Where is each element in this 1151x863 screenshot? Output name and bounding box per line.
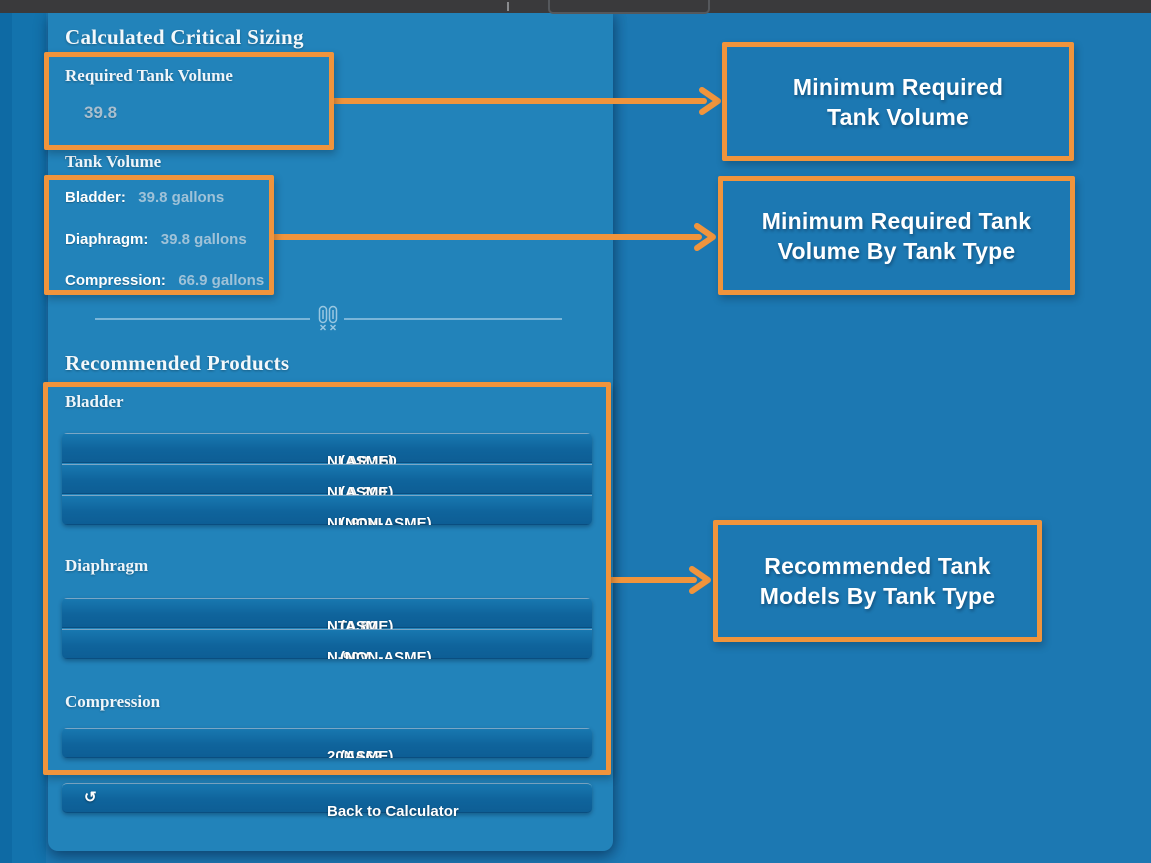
tank-volume-heading: Tank Volume [65, 152, 162, 171]
callout-line: Models By Tank Type [759, 583, 996, 609]
back-to-calculator-button[interactable]: ↺ Back to Calculator [62, 783, 592, 820]
panel-title: Calculated Critical Sizing [65, 25, 304, 49]
undo-arrow-icon: ↺ [84, 789, 97, 806]
row-label: Diaphragm: [65, 231, 149, 248]
callout-line: Tank Volume [827, 103, 969, 130]
product-button-nl-90vl[interactable]: NL 90VL(NON-ASME) [62, 495, 592, 525]
required-tank-volume-label: Required Tank Volume [65, 66, 233, 85]
group-heading-diaphragm: Diaphragm [65, 556, 149, 575]
group-heading-bladder: Bladder [65, 392, 124, 411]
required-tank-volume-value: 39.8 [84, 103, 118, 122]
callout-line: Minimum Required Tank [761, 207, 1032, 234]
product-model: 20NA62 [327, 748, 383, 758]
callout-minimum-required-tank-volume: Minimum Required Tank Volume [722, 42, 1074, 161]
tank-volume-row-diaphragm: Diaphragm: 39.8 gallons [65, 231, 247, 249]
callout-line: Recommended Tank [764, 553, 991, 579]
product-button-nlap-150[interactable]: NLAP 150(ASME) [62, 433, 592, 470]
product-designation: (NON-ASME) [340, 649, 432, 659]
divider-line [95, 318, 310, 320]
callout-volume-by-tank-type: Minimum Required Tank Volume By Tank Typ… [718, 176, 1075, 295]
row-value: 66.9 gallons [178, 272, 265, 289]
bladder-product-list: NLAP 150(ASME) NLA 200(ASME) NL 90VL(NON… [62, 433, 592, 525]
callout-line: Minimum Required [792, 73, 1004, 100]
row-value: 39.8 gallons [160, 231, 247, 248]
section-divider [48, 305, 613, 333]
compression-product-list: 20NA62(ASME) [62, 728, 592, 758]
browser-toolbar-fragment [0, 0, 1151, 14]
tank-volume-row-compression: Compression: 66.9 gallons [65, 272, 264, 290]
product-button-nta-80[interactable]: NTA 80(ASME) [62, 598, 592, 635]
diaphragm-product-list: NTA 80(ASME) N-90V(NON-ASME) [62, 598, 592, 659]
product-button-n-90v[interactable]: N-90V(NON-ASME) [62, 629, 592, 659]
product-designation: (ASME) [340, 748, 394, 758]
page-gutter-edge [0, 13, 12, 863]
product-model: N-90V [327, 649, 370, 659]
row-value: 39.8 gallons [138, 189, 225, 206]
row-label: Compression: [65, 272, 166, 289]
product-button-nla-200[interactable]: NLA 200(ASME) [62, 464, 592, 501]
row-label: Bladder: [65, 189, 126, 206]
group-heading-compression: Compression [65, 692, 161, 711]
tank-volume-row-bladder: Bladder: 39.8 gallons [65, 189, 224, 207]
recommended-products-heading: Recommended Products [65, 351, 290, 375]
back-button-label: Back to Calculator [327, 803, 459, 820]
callout-line: Volume By Tank Type [777, 237, 1016, 264]
text-cursor [507, 2, 509, 11]
product-model: NL 90VL [327, 515, 387, 525]
product-button-20na62[interactable]: 20NA62(ASME) [62, 728, 592, 758]
product-designation: (NON-ASME) [340, 515, 432, 525]
address-bar-fragment [548, 0, 710, 14]
divider-line [344, 318, 562, 320]
callout-recommended-tank-models: Recommended Tank Models By Tank Type [713, 520, 1042, 642]
twin-tanks-logo-icon [316, 305, 340, 333]
results-panel: Calculated Critical Sizing Required Tank… [48, 13, 613, 851]
